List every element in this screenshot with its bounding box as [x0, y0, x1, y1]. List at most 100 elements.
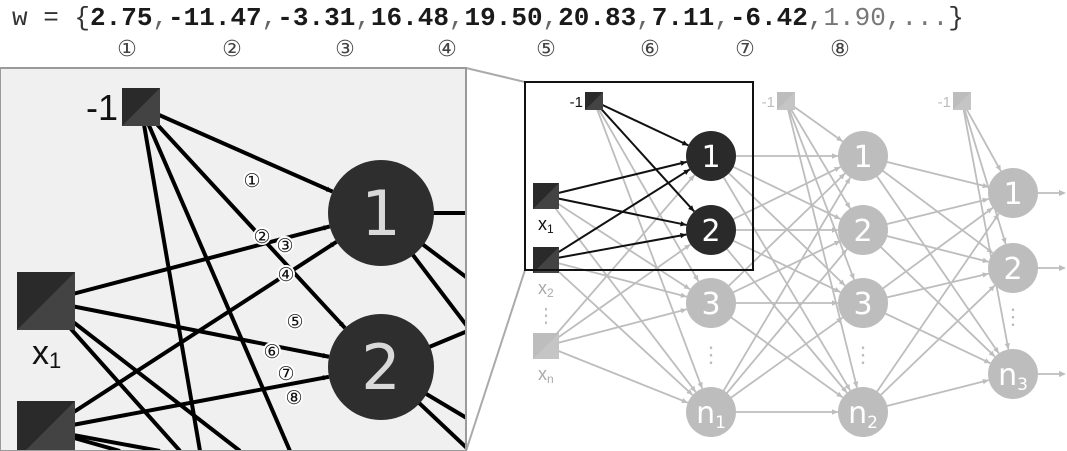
edge-l1-4-2-arrow: [836, 317, 843, 324]
weight-7: 7.11: [651, 3, 715, 33]
weight-marker-3: ③: [335, 37, 355, 62]
input-node-0-shade: [533, 183, 559, 209]
layer2-neuron-2: [838, 278, 888, 328]
edge-l1-2-3: [710, 229, 848, 394]
zoom-bias-node: [122, 88, 160, 126]
zoom-input-node-2: [17, 401, 75, 451]
output-ellipsis: ⋮: [1002, 304, 1024, 329]
zoom-bias-node-shade: [122, 88, 160, 126]
zoom-neuron-2: [328, 314, 434, 420]
edge-active-0-1-arrow: [688, 205, 695, 212]
bias-node-1: [777, 92, 795, 110]
layer1-neuron-2: [686, 278, 736, 328]
output-neuron-2-label-sub: 3: [1017, 375, 1028, 395]
edge-l1-4-3-arrow: [832, 409, 838, 415]
edge-l0-2-3-arrow: [686, 389, 693, 396]
zoom-neuron-label-2: 2: [361, 331, 400, 404]
edge-l1-3-0-arrow: [838, 173, 846, 180]
layer2-neuron-0: [838, 131, 888, 181]
bias-node-2: [953, 92, 971, 110]
weight-rest: 1.90,...: [823, 3, 949, 33]
edge-l1-0-3-arrow: [852, 381, 859, 388]
layer2-neuron-0-label: 1: [853, 140, 872, 175]
input-label-0: x1: [538, 214, 554, 236]
edge-l1-0-1-arrow: [844, 201, 851, 209]
zoom-edge-marker-bg-5: [286, 312, 304, 330]
edge-l1-0-2-arrow: [849, 273, 855, 280]
weight-vector-text: w = {2.75,-11.47,-3.31,16.48,19.50,20.83…: [12, 3, 964, 33]
input-node-1-shade: [533, 247, 559, 273]
output-neuron-1: [988, 243, 1038, 293]
edge-l0-1-2: [545, 195, 691, 291]
weight-6: 20.83: [558, 3, 637, 33]
edge-active-1-0-arrow: [680, 160, 687, 166]
edge-l1-3-1-arrow: [833, 240, 841, 246]
layer2-neuron-1-label: 2: [853, 214, 872, 249]
weight-4: 16.48: [370, 3, 449, 33]
zoom-edge-marker-2: ②: [253, 226, 270, 248]
edge-active-2-0: [545, 168, 691, 261]
zoom-neuron-1: [328, 160, 434, 266]
layer2-neuron-2-label: 3: [853, 287, 872, 322]
edge-active-0-0-arrow: [681, 140, 689, 146]
edge-l2-3-1-arrow: [982, 272, 989, 278]
output-arrow-head-1: [1059, 264, 1066, 272]
zoom-edge-marker-7: ⑦: [277, 363, 294, 385]
layer1-ellipsis: ⋮: [700, 342, 722, 367]
edge-l2-2-2-arrow: [988, 350, 995, 357]
bias-label-0: -1: [570, 94, 583, 111]
input-label-sub-1: 2: [547, 286, 554, 300]
weight-marker-1: ①: [117, 37, 137, 62]
edge-l2-0-0-arrow: [995, 164, 1001, 172]
edge-l1-1-3-arrow: [844, 383, 851, 391]
edge-l0-0-2-arrow: [693, 274, 699, 282]
input-label-sub-2: n: [547, 372, 554, 386]
zoom-in-edge-4: [45, 299, 330, 359]
input-label-sub-0: 1: [547, 222, 554, 236]
edge-l2-3-0: [862, 207, 994, 304]
edge-l2-4-0: [862, 213, 1000, 413]
edge-l2-0-1-arrow: [1001, 237, 1007, 245]
edge-l2-4-1: [862, 284, 996, 413]
edge-l2-1-2: [862, 155, 1000, 354]
bias-label-2: -1: [938, 94, 951, 111]
input-label-2: xn: [538, 364, 554, 386]
zoom-input-label-sub: 1: [49, 348, 61, 373]
edge-active-1-1-arrow: [680, 221, 687, 227]
edge-l2-0-1: [961, 100, 1007, 245]
zoom-in-edge-0: [140, 105, 334, 194]
weight-marker-7: ⑦: [735, 37, 755, 62]
edge-active-1-1: [545, 195, 687, 226]
bias-node-0-shade: [585, 92, 603, 110]
zoom-neuron-label-1: 1: [361, 177, 400, 250]
output-neuron-0-label: 1: [1003, 177, 1022, 212]
zoom-edge-marker-4: ④: [277, 264, 294, 286]
weight-prefix: w = {: [12, 3, 91, 33]
edge-active-2-1: [545, 233, 687, 261]
zoom-connector-bottom: [465, 269, 526, 451]
weight-marker-8: ⑧: [830, 37, 850, 62]
bias-node-1-shade: [777, 92, 795, 110]
edge-l1-0-2: [785, 100, 855, 280]
edge-active-0-0: [593, 100, 689, 147]
edge-l1-4-0-arrow: [844, 177, 851, 185]
layer2-ellipsis: ⋮: [852, 342, 874, 367]
edge-l1-1-0-arrow: [832, 153, 838, 159]
input-label-1: x2: [538, 278, 554, 300]
edge-l0-3-1-arrow: [684, 244, 691, 251]
edge-l2-4-1-arrow: [988, 285, 995, 292]
zoom-edge-marker-bg-6: [263, 342, 281, 360]
weight-3: -3.31: [277, 3, 356, 33]
weight-5: 19.50: [464, 3, 543, 33]
zoom-in-edge-0-arrow: [325, 186, 333, 192]
zoom-in-edge-5: [45, 374, 330, 432]
weight-marker-2: ②: [222, 37, 242, 62]
bias-node-2-shade: [953, 92, 971, 110]
edge-l1-2-2-arrow: [833, 287, 841, 293]
edge-l1-2-1-arrow: [832, 227, 838, 233]
focus-rect: [524, 81, 754, 271]
edge-l2-2-1-arrow: [982, 257, 989, 264]
edge-active-2-1-arrow: [680, 232, 687, 239]
